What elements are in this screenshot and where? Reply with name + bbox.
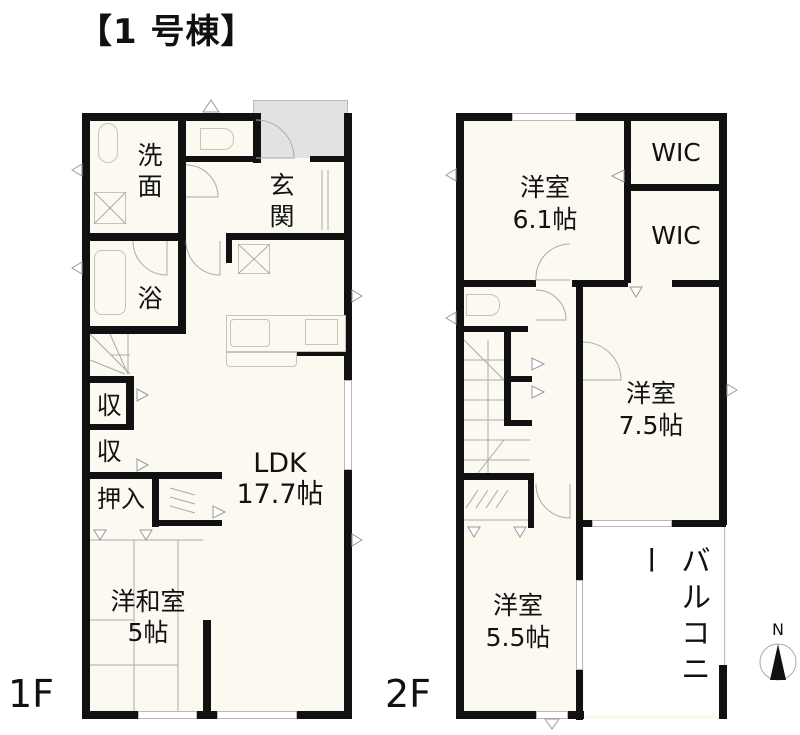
wall	[456, 113, 464, 719]
wall	[178, 113, 186, 333]
wall	[456, 473, 532, 480]
room-label-ldk: LDK	[253, 448, 307, 479]
wall	[528, 473, 534, 528]
window	[512, 113, 576, 121]
wall	[297, 711, 352, 719]
wall	[719, 665, 727, 719]
wall	[226, 233, 352, 240]
kitchen-sink-icon	[230, 319, 270, 347]
room-size-youshitsu-5-5: 5.5帖	[485, 623, 551, 652]
wall	[82, 113, 257, 121]
wall	[82, 113, 90, 719]
room-label-genkan: 玄 関	[269, 171, 295, 231]
room-size-youshitsu-6-1: 6.1帖	[512, 205, 578, 234]
wall	[310, 156, 350, 162]
wall	[186, 156, 256, 162]
balcony-area	[584, 525, 725, 715]
wall	[126, 376, 134, 426]
wall	[719, 113, 727, 525]
room-size-youshitsu-7-5: 7.5帖	[618, 411, 684, 440]
window	[592, 520, 672, 527]
wall	[152, 472, 159, 527]
window	[138, 711, 197, 719]
room-label-balcony: バルコニー	[631, 545, 710, 689]
wall	[203, 620, 211, 719]
wall	[82, 233, 182, 241]
wall	[504, 376, 532, 382]
room-label-senmen: 洗 面	[137, 141, 163, 201]
room-label-yoku: 浴	[137, 284, 163, 313]
wall	[82, 326, 186, 334]
kitchen-bar	[226, 352, 297, 367]
wall	[456, 280, 536, 287]
wall	[253, 113, 261, 163]
wall	[297, 350, 349, 356]
building-title: 【1 号棟】	[78, 12, 256, 52]
room-label-youshitsu-7-5: 洋室	[625, 379, 676, 408]
room-label-youshitsu-5-5: 洋室	[492, 591, 543, 620]
bathtub-icon	[94, 250, 126, 315]
wall	[624, 113, 631, 283]
north-compass: N	[758, 620, 798, 700]
wall	[576, 113, 726, 121]
room-label-youwashitsu: 洋和室	[110, 587, 186, 616]
wall	[672, 280, 726, 287]
room-label-storage-2: 収	[96, 437, 122, 466]
room-size-ldk: 17.7帖	[236, 479, 324, 510]
room-label-wic-2: WIC	[651, 221, 701, 250]
wall	[152, 520, 222, 526]
wall	[624, 184, 724, 191]
wall	[82, 711, 138, 719]
wall	[456, 711, 536, 719]
wall	[456, 113, 512, 121]
storage-box-icon	[238, 244, 270, 274]
wall	[456, 326, 528, 332]
toilet-icon	[466, 294, 500, 316]
wall	[576, 280, 583, 720]
kitchen-counter	[226, 315, 346, 352]
wall	[82, 424, 134, 430]
washbasin-icon	[98, 123, 118, 163]
wall	[572, 280, 628, 287]
room-label-youshitsu-6-1: 洋室	[519, 173, 570, 202]
room-label-storage-1: 収	[96, 391, 122, 420]
compass-north-label: N	[772, 620, 784, 639]
north-arrow-icon	[759, 643, 797, 681]
wall	[82, 376, 134, 383]
floor-label-2f: 2F	[385, 672, 432, 716]
window	[344, 380, 352, 470]
room-label-wic-1: WIC	[651, 138, 701, 167]
window	[217, 711, 297, 719]
washer-icon	[94, 192, 126, 224]
genkan-floor	[253, 158, 348, 236]
wall	[504, 420, 532, 426]
stove-icon	[305, 319, 338, 345]
room-size-youwashitsu: 5帖	[127, 618, 169, 647]
wall	[344, 300, 352, 301]
room-label-oshiire: 押入	[97, 485, 145, 513]
toilet-icon	[200, 128, 234, 150]
floor-label-1f: 1F	[8, 672, 55, 716]
window	[576, 580, 583, 670]
wall	[226, 233, 232, 263]
